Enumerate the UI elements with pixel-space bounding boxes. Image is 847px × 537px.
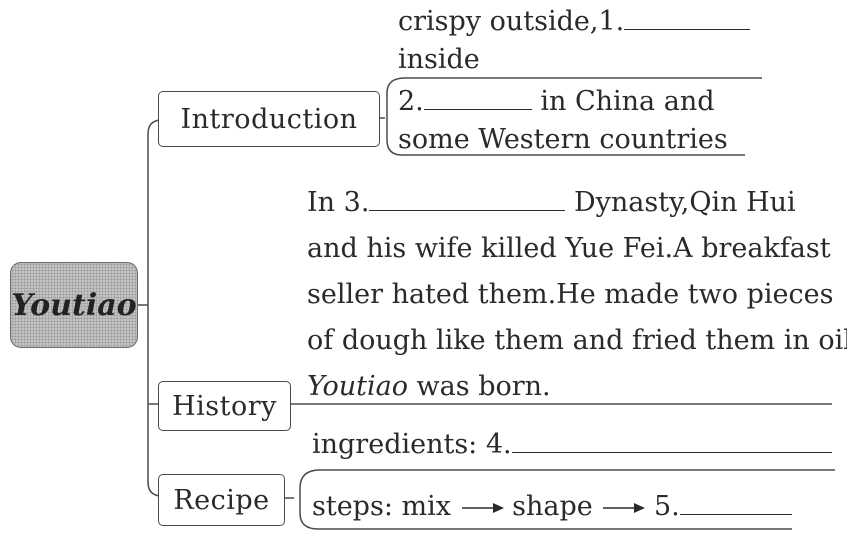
history-line-3: seller hated them.He made two pieces <box>307 279 834 310</box>
recipe-bracket <box>299 469 835 530</box>
introduction-label: Introduction <box>180 103 358 135</box>
history-line-1-b: Dynasty,Qin Hui <box>574 187 796 218</box>
root-node-youtiao: Youtiao <box>10 262 138 348</box>
intro-item-1: crispy outside,1. <box>398 2 751 42</box>
blank-1[interactable] <box>624 7 751 30</box>
arrow-right-icon <box>603 502 646 513</box>
intro-item-1-line2: inside <box>398 40 480 80</box>
blank-4[interactable] <box>511 430 832 453</box>
steps-num: 5. <box>653 491 680 522</box>
intro-item-1-text-b: inside <box>398 44 480 75</box>
intro-item-1-text-a: crispy outside, <box>398 6 599 37</box>
blank-2[interactable] <box>423 87 532 110</box>
steps-prefix: steps: mix <box>312 491 451 522</box>
history-line-4: of dough like them and fried them in oil… <box>307 325 847 356</box>
intro-item-2-num: 2. <box>398 86 424 117</box>
intro-item-2-text-b: some Western countries <box>398 124 728 155</box>
intro-item-2-line2: some Western countries <box>398 120 728 160</box>
history-label: History <box>172 390 277 422</box>
history-line-5: Youtiao was born. <box>307 364 847 410</box>
intro-item-1-num: 1. <box>598 6 625 37</box>
intro-item-2-text-a: in China and <box>540 86 715 117</box>
recipe-label: Recipe <box>173 484 270 516</box>
history-line-5-italic: Youtiao <box>307 371 408 402</box>
recipe-node: Recipe <box>158 474 285 526</box>
history-line-1: In 3. Dynasty,Qin Hui <box>307 180 847 226</box>
recipe-ingredients: ingredients: 4. <box>312 425 832 465</box>
intro-bracket <box>386 77 762 156</box>
ingredients-text: ingredients: 4. <box>312 429 512 460</box>
arrow-right-icon <box>461 502 504 513</box>
blank-3[interactable] <box>369 188 566 211</box>
history-line-2: and his wife killed Yue Fei.A breakfast <box>307 233 831 264</box>
blank-5[interactable] <box>679 492 792 515</box>
trunk-line <box>147 119 163 497</box>
history-node: History <box>158 381 291 431</box>
introduction-node: Introduction <box>158 91 380 147</box>
history-paragraph: In 3. Dynasty,Qin Hui and his wife kille… <box>307 180 847 410</box>
intro-item-2: 2. in China and <box>398 82 715 122</box>
history-line-1-a: In 3. <box>307 187 370 218</box>
history-line-5-rest: was born. <box>407 371 551 402</box>
recipe-steps: steps: mix shape 5. <box>312 487 792 527</box>
root-label: Youtiao <box>11 287 137 323</box>
steps-shape: shape <box>512 491 593 522</box>
